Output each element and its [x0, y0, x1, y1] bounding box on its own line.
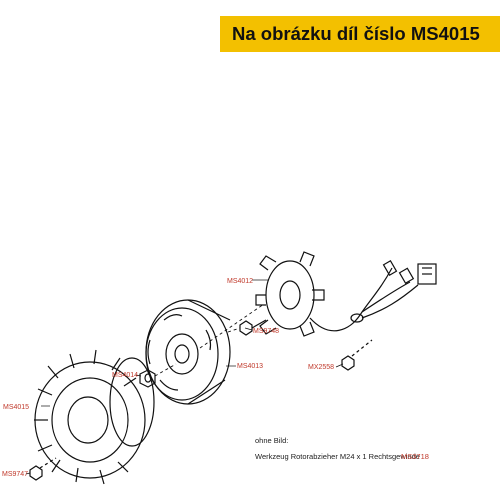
wiring-harness	[309, 259, 437, 332]
footnote-item-code: MS3718	[401, 452, 429, 461]
label-ms4013: MS4013	[237, 363, 263, 370]
page-title: Na obrázku díl číslo MS4015	[232, 23, 480, 44]
label-ms9747: MS9747	[2, 471, 28, 478]
rotor-part	[145, 299, 231, 405]
label-mx2558: MX2558	[308, 364, 334, 371]
stator-part	[255, 251, 325, 337]
leader-lines	[25, 279, 344, 475]
screw-ms9747	[29, 457, 57, 481]
fan-part	[34, 349, 155, 485]
label-ms4014: MS4014	[112, 372, 138, 379]
footnote-item-text: Werkzeug Rotorabzieher M24 x 1 Rechtsgew…	[255, 452, 420, 461]
label-ms4012: MS4012	[227, 278, 253, 285]
assembly-axes	[154, 303, 265, 377]
label-ms9748: MS9748	[253, 328, 279, 335]
footnote-heading: ohne Bild:	[255, 436, 289, 445]
label-ms4015: MS4015	[3, 404, 29, 411]
screw-ms9748	[239, 319, 267, 336]
title-banner: Na obrázku díl číslo MS4015	[220, 16, 500, 52]
screw-mx2558	[341, 339, 373, 371]
